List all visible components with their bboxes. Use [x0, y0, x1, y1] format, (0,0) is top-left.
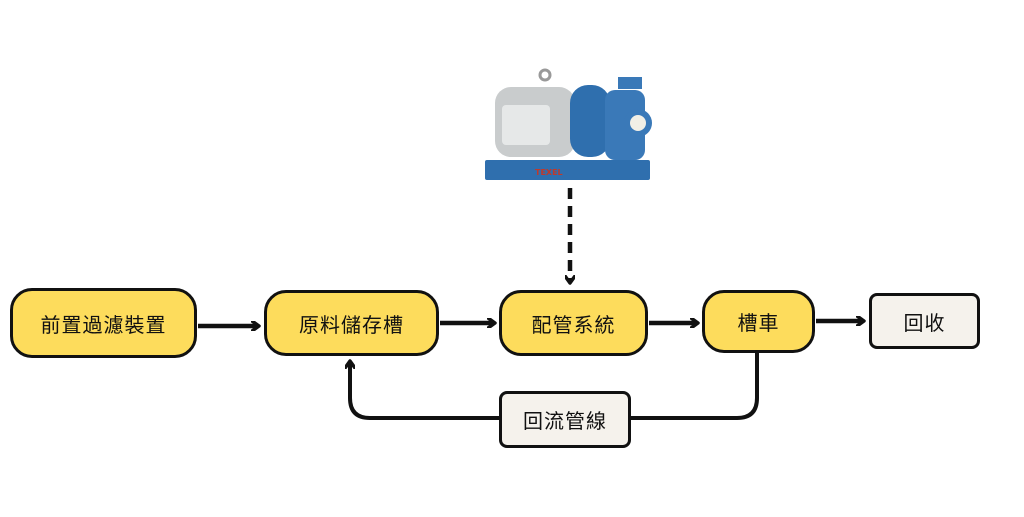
svg-text:TEXEL: TEXEL — [535, 168, 563, 177]
node-label: 回流管線 — [523, 409, 607, 433]
node-label: 原料儲存槽 — [299, 312, 404, 337]
node-label: 回收 — [903, 310, 946, 335]
return-line-right — [631, 353, 759, 420]
node-tank-truck: 槽車 — [702, 290, 815, 353]
node-recovery: 回收 — [869, 293, 980, 349]
node-label: 前置過濾裝置 — [40, 312, 167, 337]
return-line-left-arrow — [350, 362, 500, 420]
node-label: 配管系統 — [531, 312, 616, 337]
node-piping: 配管系統 — [499, 290, 648, 356]
node-label: 槽車 — [737, 311, 780, 335]
node-prefilter: 前置過濾裝置 — [10, 288, 197, 358]
pump-image: TEXEL — [480, 65, 660, 194]
node-raw-tank: 原料儲存槽 — [264, 290, 439, 356]
node-return-line: 回流管線 — [499, 391, 631, 448]
